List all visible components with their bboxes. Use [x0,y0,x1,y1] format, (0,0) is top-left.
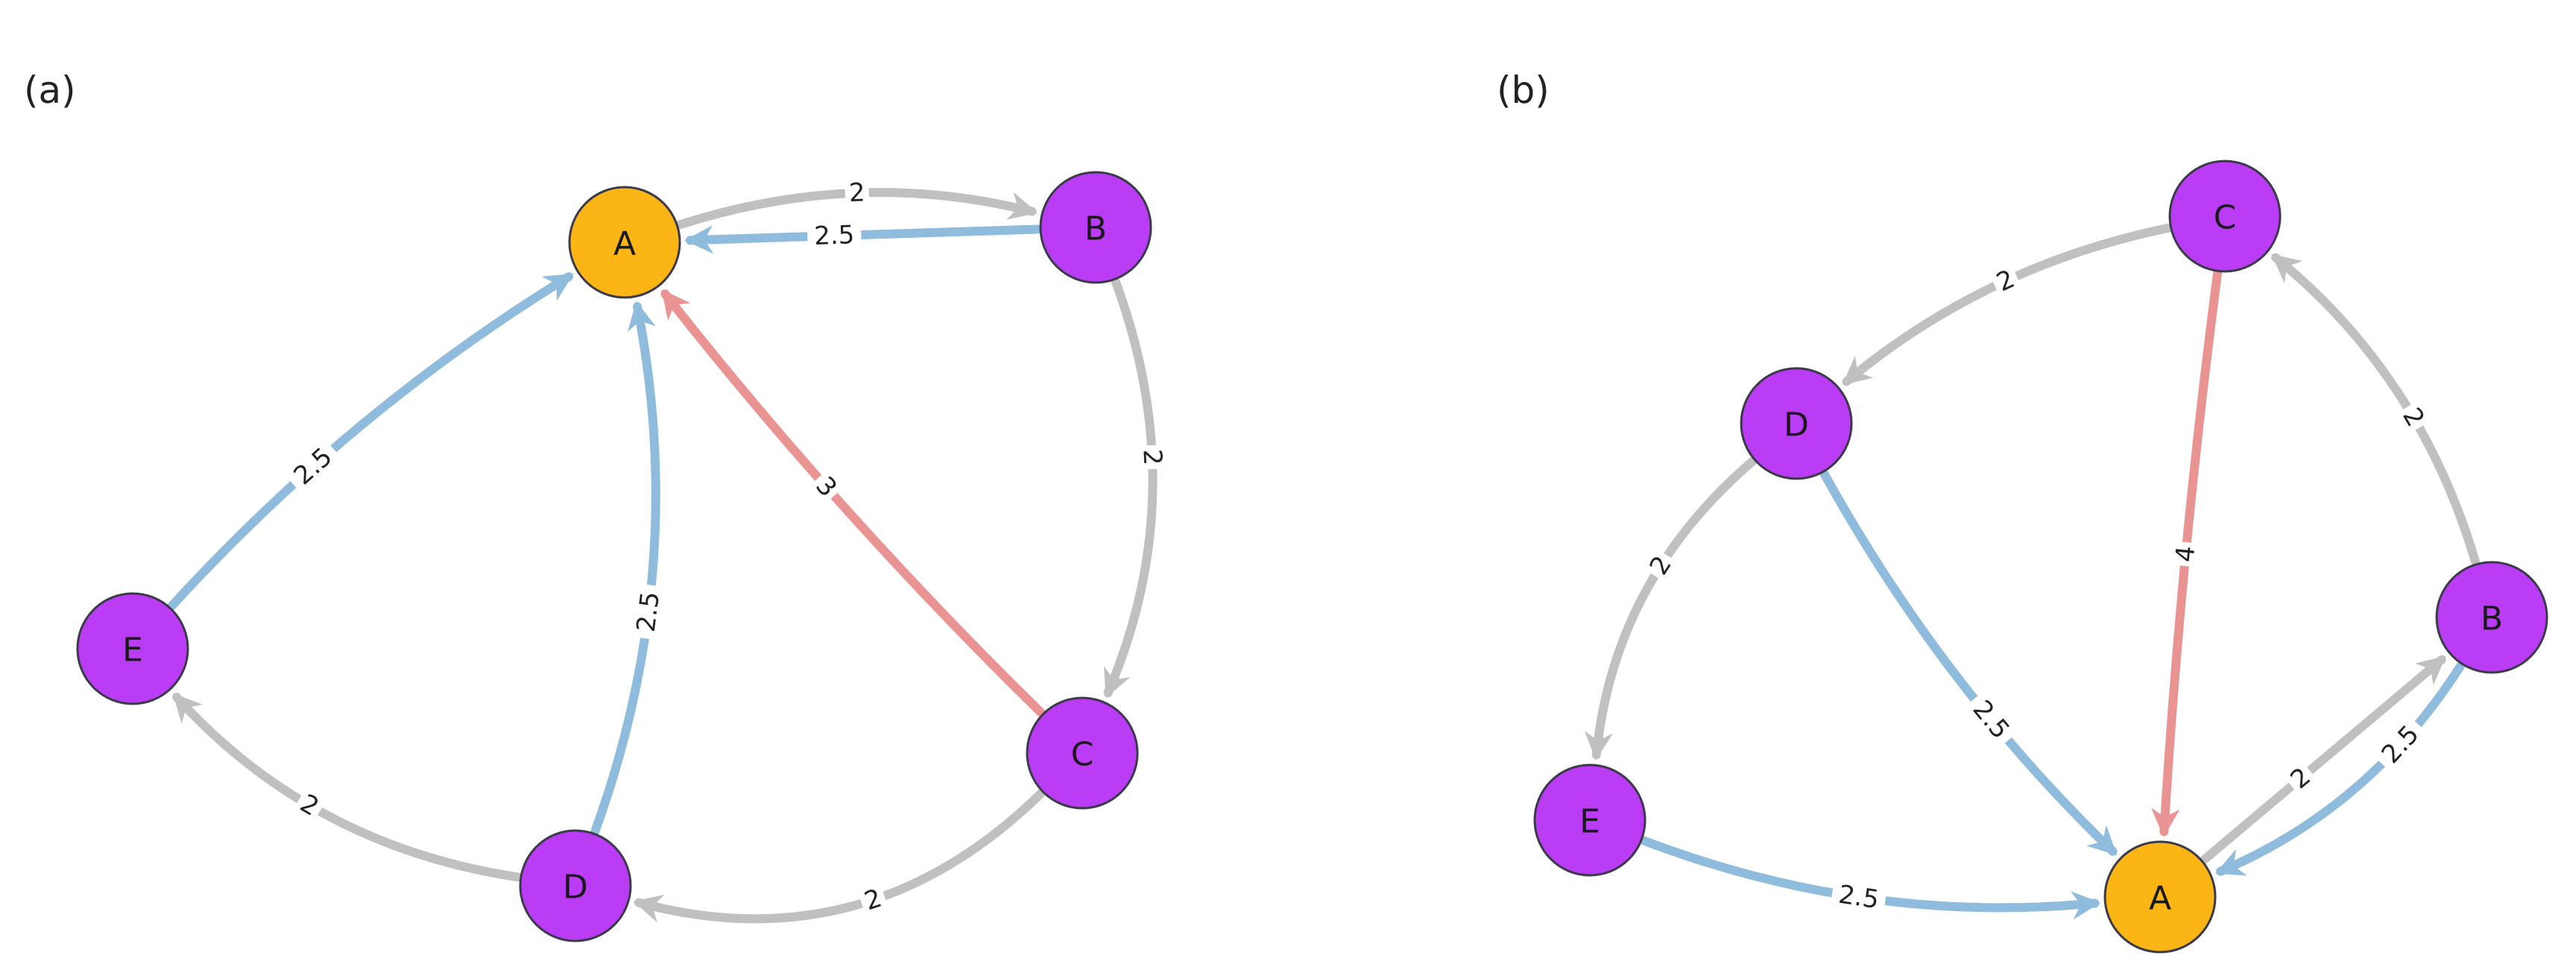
edge-d-to-a [590,300,660,836]
node-d-label: D [563,869,588,907]
node-c: C [1026,696,1139,810]
node-c: C [2168,160,2282,273]
edge-weight: 2.5 [631,590,666,634]
edge-label-background [2373,716,2428,773]
edge-label-a-to-b: 2 [845,177,870,209]
edge-label-d-to-e: 2 [293,788,326,823]
edge-weight: 2 [848,177,865,208]
edge-label-background [858,883,888,917]
node-a-circle [2103,840,2217,954]
node-c-circle [2168,160,2282,273]
edge-label-background [285,439,341,494]
edge-label-background [845,177,870,209]
edge-label-c-to-d: 2 [858,883,888,917]
edge-b-to-a [2214,661,2465,876]
edge-d-to-a [1819,470,2118,856]
edge-label-background [1644,549,1679,582]
edge-weight: 2.5 [1837,880,1881,915]
node-c-label: C [2214,199,2237,237]
panel-b-label: (b) [1497,69,1550,112]
node-c-label: C [1071,736,1094,774]
node-b-circle [1039,171,1152,284]
edge-b-to-a [684,224,1042,254]
edge-weight: 4 [2170,544,2201,563]
edge-weight: 2.5 [814,220,855,251]
node-a: A [568,186,681,299]
edge-label-b-to-a: 2.5 [806,220,862,252]
edge-label-background [293,788,326,823]
node-e-label: E [122,632,143,670]
edge-label-d-to-a: 2.5 [631,584,666,640]
edge-label-e-to-a: 2.5 [1830,879,1887,916]
edge-c-to-a [660,289,1046,717]
edge-label-background [631,584,666,640]
panel-a-label: (a) [24,69,76,112]
node-b-circle [2435,561,2548,674]
edge-label-background [2170,541,2202,567]
edge-a-to-b [2200,655,2446,864]
edge-label-background [2396,400,2431,434]
node-e-circle [76,592,189,705]
edge-e-to-a [167,272,574,611]
node-d-label: D [1784,406,1809,444]
edge-label-background [1964,691,2018,749]
node-d-circle [1740,367,1853,480]
node-c-circle [1026,696,1139,810]
edge-label-b-to-c: 2 [1137,444,1167,470]
edge-label-background [1830,879,1887,916]
node-b-label: B [1085,210,1107,248]
edge-label-d-to-e: 2 [1644,549,1679,582]
node-a-label: A [2149,880,2171,918]
node-d-circle [519,829,632,942]
node-b: B [2435,561,2548,674]
node-e-label: E [1579,803,1600,841]
edge-c-to-d [1842,223,2173,386]
node-a-label: A [613,225,636,263]
node-d: D [519,829,632,942]
edge-label-background [2284,760,2318,796]
node-e: E [76,592,189,705]
edge-weight: 2 [1137,449,1167,466]
edge-label-background [1989,263,2021,298]
edge-d-to-e [1584,456,1757,761]
node-e: E [1533,763,1647,877]
edge-label-background [806,220,862,252]
node-b: B [1039,171,1152,284]
edge-b-to-c [2271,253,2480,567]
panel-a-nodes: A B C D E [76,171,1152,942]
node-a: A [2103,840,2217,954]
edge-label-background [809,470,844,504]
edge-label-b-to-c: 2 [2396,400,2431,434]
edge-d-to-e [172,693,523,882]
edge-c-to-d [633,789,1046,924]
edge-label-background [1137,444,1168,470]
node-e-circle [1533,763,1647,877]
node-b-label: B [2481,600,2503,638]
panel-b-nodes: A B C D E [1533,160,2548,954]
edge-b-to-c [1103,277,1158,699]
node-a-circle [568,186,681,299]
edge-label-c-to-d: 2 [1989,263,2021,298]
edge-label-c-to-a: 4 [2170,541,2202,567]
node-d: D [1740,367,1853,480]
